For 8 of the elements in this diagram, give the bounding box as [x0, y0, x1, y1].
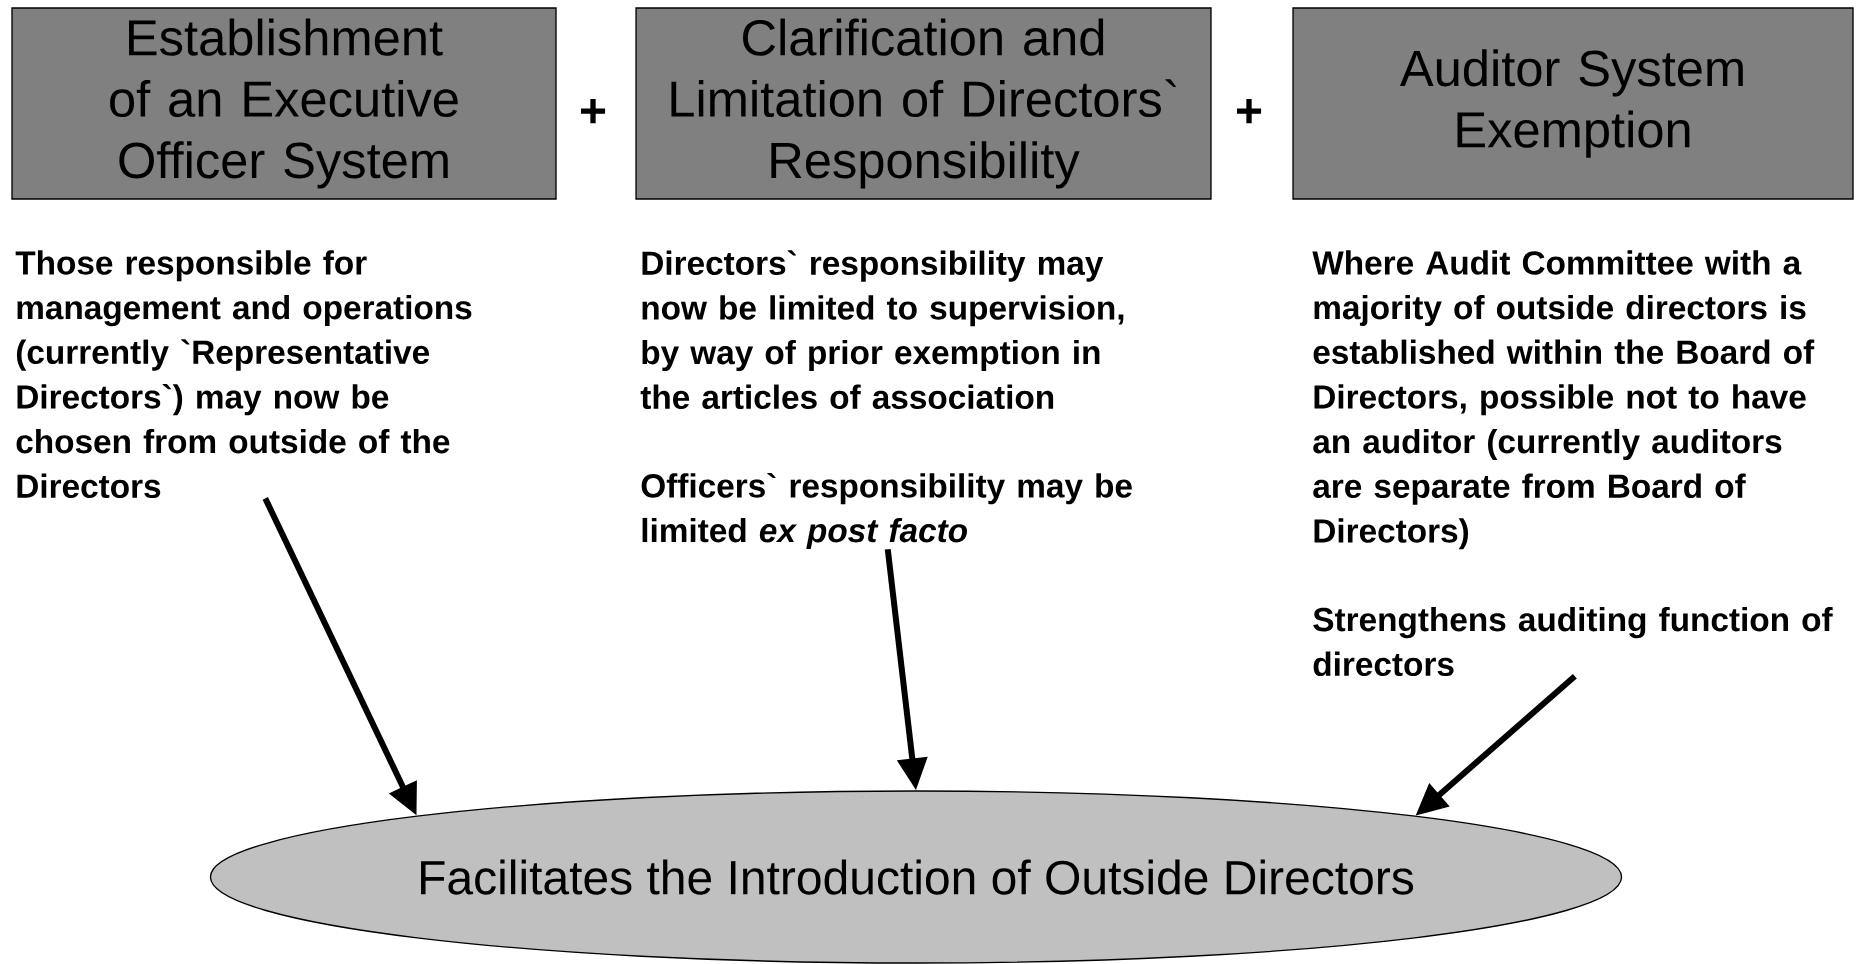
plus-sign: + [1237, 98, 1262, 124]
description-text: Directors` responsibility may now be limited to supervision, by way of prior exemption in the articles of association Officers` responsibility may be limited ex post facto [640, 250, 1132, 549]
title-box: Auditor System Exemption [1292, 7, 1854, 200]
description-text: Those responsible for management and operations (currently `Representative Directors`) may now be chosen from outside of the Directors [15, 250, 472, 499]
title-box: Establishment of an Executive Officer System [11, 7, 557, 200]
title-box: Clarification and Limitation of Directors` Responsibility [635, 7, 1212, 200]
plus-sign: + [581, 98, 606, 124]
description-text: Where Audit Committee with a majority of outside directors is established within the Board of Directors, possible not to have an auditor (currently auditors are separate from Board of Directors) Strengthens auditing function of directors [1312, 250, 1833, 677]
